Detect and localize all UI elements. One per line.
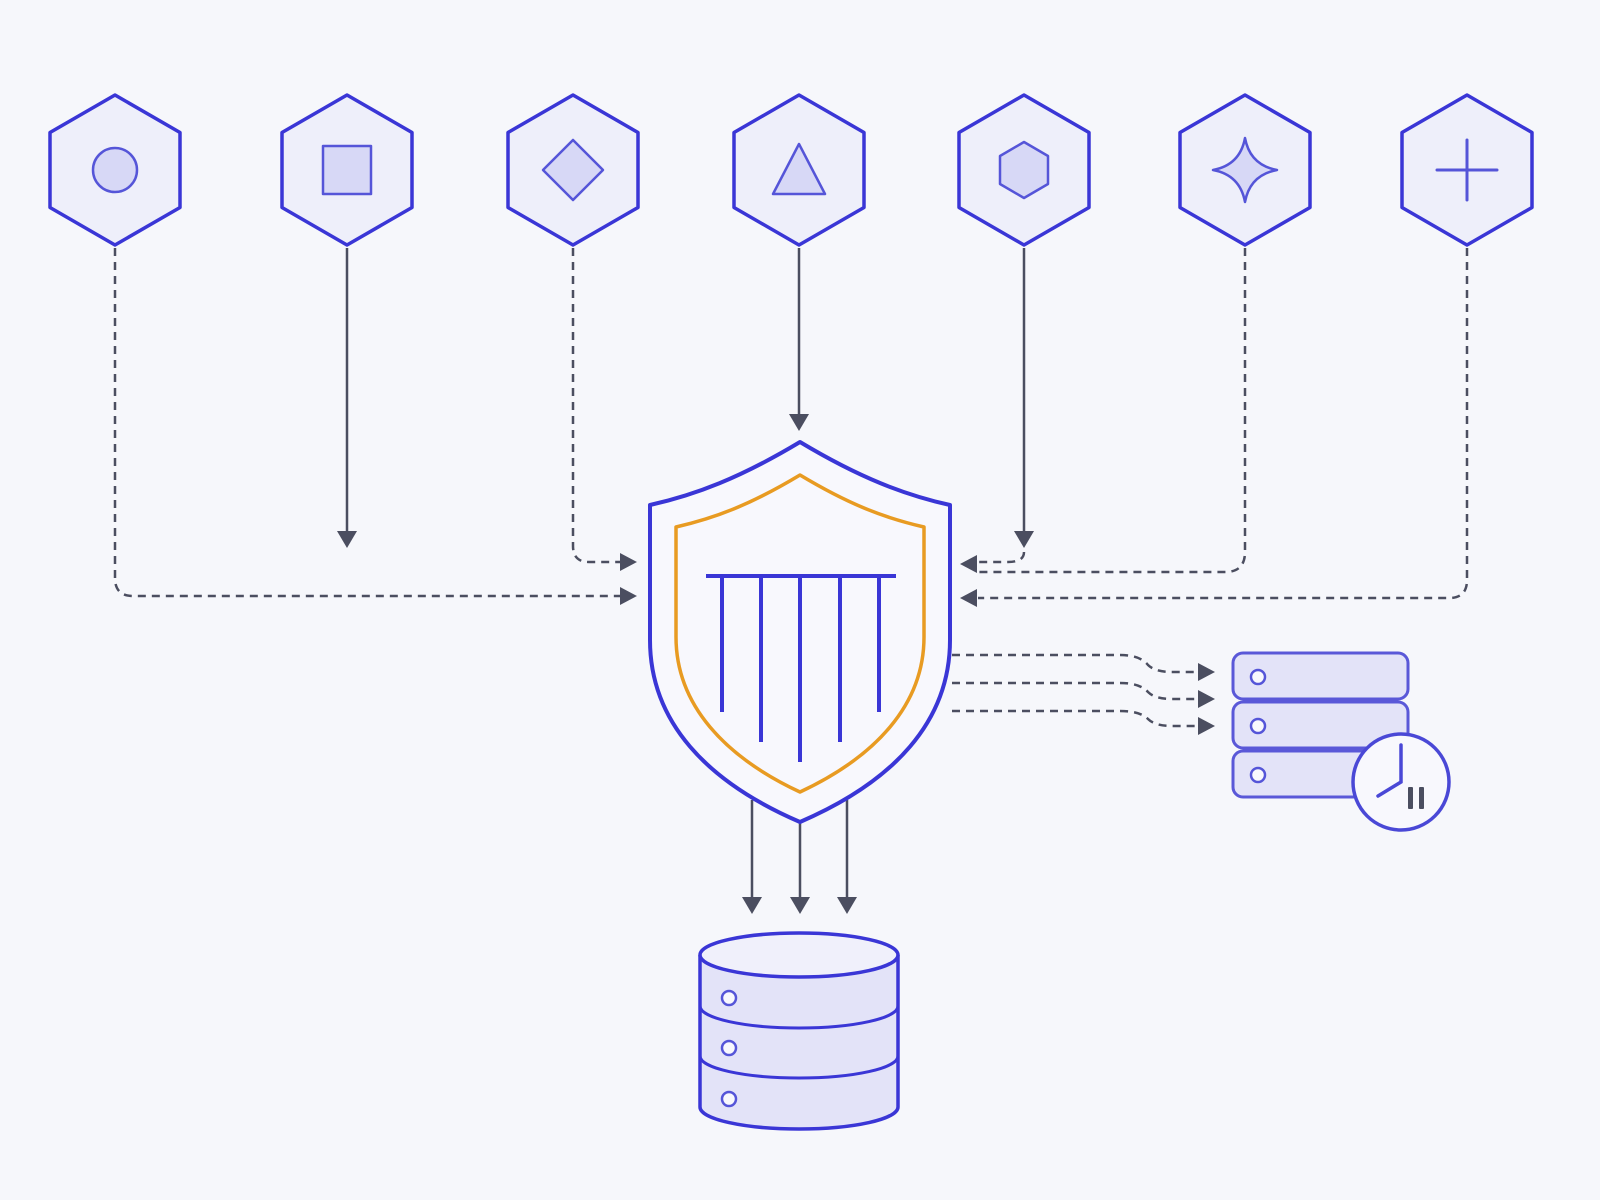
server-tier-2 [1231, 700, 1410, 750]
circle-icon [91, 146, 139, 194]
db-indicator-1 [720, 989, 738, 1007]
pause-bar-right [1419, 787, 1424, 809]
arrowhead-circle [620, 587, 637, 605]
arrowhead-plus [960, 589, 977, 607]
source-node-plus[interactable] [1400, 93, 1534, 247]
connector-plus-to-gateway [978, 248, 1469, 600]
clock-paused-icon [1351, 732, 1451, 832]
shield-inner [674, 473, 926, 794]
source-node-diamond[interactable] [506, 93, 640, 247]
connectors [113, 248, 1469, 914]
server-tier-1 [1231, 651, 1410, 701]
plus-icon [1435, 138, 1499, 202]
db-indicator-3 [720, 1090, 738, 1108]
arrowhead-db-3 [837, 897, 857, 914]
four-point-star-icon [1211, 136, 1279, 204]
arrowhead-db-1 [742, 897, 762, 914]
server-led-1 [1249, 668, 1267, 686]
connector-gateway-to-server-1 [952, 653, 1198, 674]
source-node-square[interactable] [280, 93, 414, 247]
pause-bar-left [1408, 787, 1413, 809]
source-node-star[interactable] [1178, 93, 1312, 247]
source-node-hexagon[interactable] [957, 93, 1091, 247]
arrowhead-server-3 [1198, 717, 1215, 735]
source-node-circle[interactable] [48, 93, 182, 247]
square-icon [321, 144, 373, 196]
clock-hands [1376, 743, 1403, 798]
connector-diamond-to-gateway [571, 248, 620, 564]
arrowhead-triangle [789, 414, 809, 431]
gateway-shield[interactable] [648, 440, 952, 824]
db-body [698, 955, 900, 1131]
arrowhead-server-1 [1198, 663, 1215, 681]
connector-star-to-gateway [978, 248, 1247, 574]
connector-gateway-to-server-2 [952, 681, 1198, 701]
shield-pillars-icon [706, 574, 896, 762]
diamond-icon [541, 138, 605, 202]
db-band-1 [698, 1005, 900, 1030]
triangle-icon [771, 142, 827, 196]
db-top [698, 931, 900, 979]
arrowhead-star [960, 555, 977, 573]
server-led-2 [1249, 717, 1267, 735]
arrowhead-db-2 [790, 897, 810, 914]
db-indicator-2 [720, 1039, 738, 1057]
arrowhead-hexagon [1014, 531, 1034, 548]
connector-gateway-to-server-3 [952, 709, 1198, 728]
arrowhead-server-2 [1198, 690, 1215, 708]
connector-hexagon-hook [978, 551, 1026, 564]
connector-circle-to-gateway [113, 248, 620, 598]
database-cylinder-icon[interactable] [698, 931, 900, 1131]
source-nodes [48, 93, 1534, 247]
hexagon-icon [998, 140, 1050, 200]
arrowhead-square [337, 531, 357, 548]
db-band-2 [698, 1055, 900, 1080]
server-led-3 [1249, 766, 1267, 784]
source-node-triangle[interactable] [732, 93, 866, 247]
arrowhead-diamond [620, 553, 637, 571]
